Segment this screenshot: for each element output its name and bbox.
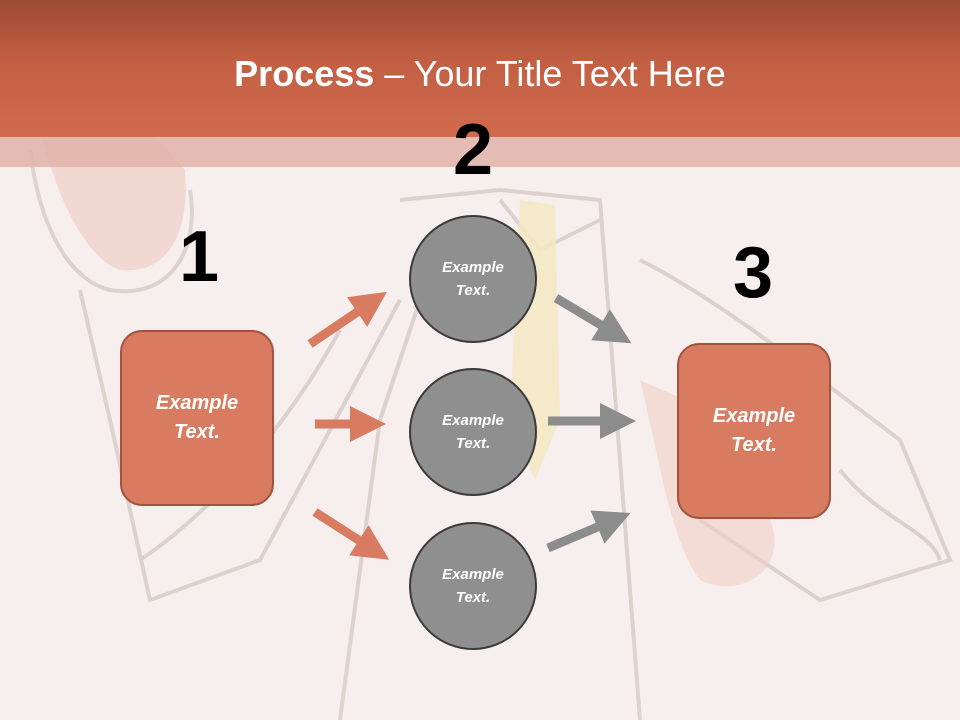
step-2-circle-3: Example Text. <box>409 522 537 650</box>
title-bar <box>0 0 960 137</box>
step-3-box: Example Text. <box>677 343 831 519</box>
step-1-box: Example Text. <box>120 330 274 506</box>
circle-3-label: Example Text. <box>442 566 504 606</box>
title-bold: Process <box>234 53 375 94</box>
step-3-number: 3 <box>732 233 774 313</box>
step-1-number: 1 <box>178 217 220 297</box>
title-band <box>0 137 960 167</box>
title-rest: – Your Title Text Here <box>374 53 726 94</box>
circle-2-label: Example Text. <box>442 412 504 452</box>
circle-1-label: Example Text. <box>442 259 504 299</box>
step-2-circle-2: Example Text. <box>409 368 537 496</box>
step-1-label: Example Text. <box>155 392 239 443</box>
slide-title: Process – Your Title Text Here <box>0 52 960 96</box>
step-3-label: Example Text. <box>712 405 796 456</box>
step-2-number: 2 <box>452 110 494 190</box>
step-2-circle-1: Example Text. <box>409 215 537 343</box>
